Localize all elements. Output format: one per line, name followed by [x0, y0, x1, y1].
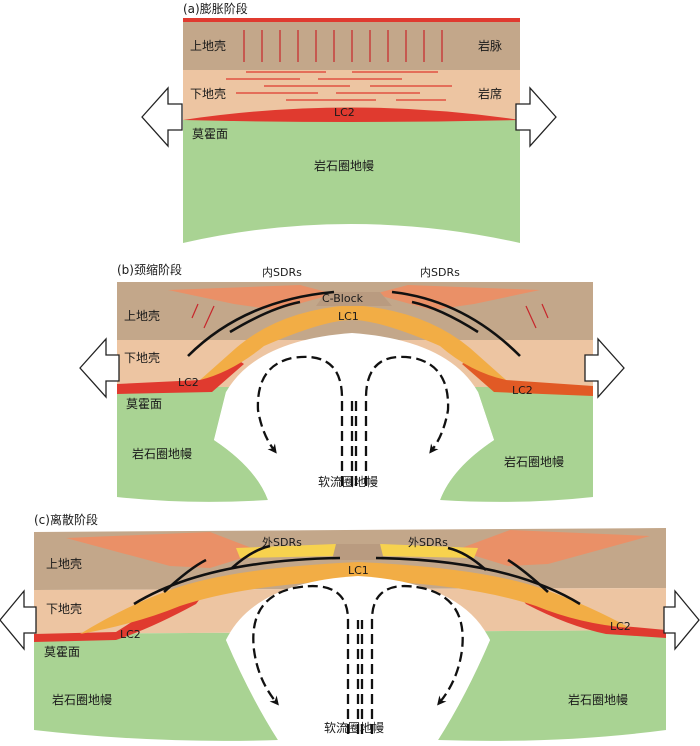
outer-sdr-right-c — [380, 544, 478, 558]
lc2-right-b — [462, 356, 593, 396]
lc1-label-c: LC1 — [348, 564, 369, 577]
upper-crust-label-b: 上地壳 — [124, 309, 160, 323]
sill-label-a: 岩席 — [478, 86, 502, 101]
c-block-label: C-Block — [322, 292, 364, 305]
mantle-left-label-b: 岩石圈地幔 — [132, 446, 192, 461]
sdr-left-c — [66, 532, 262, 568]
arrow-left-c — [0, 589, 37, 651]
asthenosphere-b — [214, 333, 494, 500]
panel-c-title: (c)离散阶段 — [34, 512, 98, 527]
outer-sdrs-right-label: 外SDRs — [408, 536, 448, 549]
mantle-c — [34, 582, 666, 741]
mantle-right-label-c: 岩石圈地幔 — [568, 692, 628, 707]
surface-line-a — [183, 18, 520, 22]
arrow-left-b — [79, 337, 120, 399]
lc1-label-b: LC1 — [338, 310, 359, 323]
panel-a: (a)膨胀阶段 上地壳 岩脉 下地壳 岩席 LC2 莫霍面 岩石圈地幔 — [141, 1, 557, 243]
arrow-left-a — [141, 86, 183, 148]
moho-label-a: 莫霍面 — [192, 127, 228, 141]
mantle-left-label-c: 岩石圈地幔 — [52, 692, 112, 707]
panel-c: (c)离散阶段 外SDRs 外SDRs 上地壳 LC1 下地壳 LC2 LC2 … — [0, 512, 700, 741]
lower-crust-label-c: 下地壳 — [46, 602, 82, 616]
sdr-right-c — [456, 530, 650, 566]
lc2-left-b — [117, 356, 244, 394]
ridge-block-c — [332, 544, 384, 560]
upper-crust-label-c: 上地壳 — [46, 557, 82, 571]
asthenosphere-label-b: 软流圈地幔 — [318, 474, 378, 489]
sills-a — [226, 71, 452, 101]
inner-sdrs-right-label: 内SDRs — [420, 265, 460, 279]
lc2-left-label-b: LC2 — [178, 376, 199, 389]
arrow-right-a — [515, 86, 557, 148]
asthenosphere-label-c: 软流圈地幔 — [324, 720, 384, 735]
lc2-label-a: LC2 — [334, 106, 355, 119]
c-block-b — [316, 292, 392, 306]
lower-crust-label-b: 下地壳 — [124, 351, 160, 365]
panel-b-title: (b)颈缩阶段 — [117, 262, 182, 277]
lc2-lens-a — [183, 107, 520, 122]
dikes-b — [191, 303, 549, 329]
lc2-right-label-b: LC2 — [512, 384, 533, 397]
lc1-c — [80, 562, 630, 634]
mantle-a — [183, 120, 520, 243]
lower-crust-label-a: 下地壳 — [190, 87, 226, 101]
panel-b: (b)颈缩阶段 内SDRs 内SDRs C-Block 上地壳 LC1 下地壳 … — [79, 262, 625, 502]
outer-sdrs-left-label: 外SDRs — [262, 536, 302, 549]
inner-sdrs-left-label: 内SDRs — [262, 265, 302, 279]
arrow-right-b — [584, 337, 625, 399]
arrow-right-c — [663, 589, 700, 651]
convection-arrows-c — [252, 584, 464, 734]
lc1-b — [200, 305, 506, 380]
faults-b — [187, 290, 521, 357]
convection-arrows-b — [256, 355, 450, 486]
mantle-b — [117, 362, 593, 502]
faults-c — [133, 544, 581, 606]
upper-crust-label-a: 上地壳 — [190, 39, 226, 53]
lc2-left-label-c: LC2 — [120, 628, 141, 641]
mantle-right-label-b: 岩石圈地幔 — [504, 454, 564, 469]
moho-label-b: 莫霍面 — [126, 397, 162, 411]
dike-label-a: 岩脉 — [478, 38, 502, 53]
moho-label-c: 莫霍面 — [44, 645, 80, 659]
mantle-label-a: 岩石圈地幔 — [314, 158, 374, 173]
lc2-right-label-c: LC2 — [610, 620, 631, 633]
panel-a-title: (a)膨胀阶段 — [183, 1, 248, 16]
dikes-a — [243, 30, 443, 62]
